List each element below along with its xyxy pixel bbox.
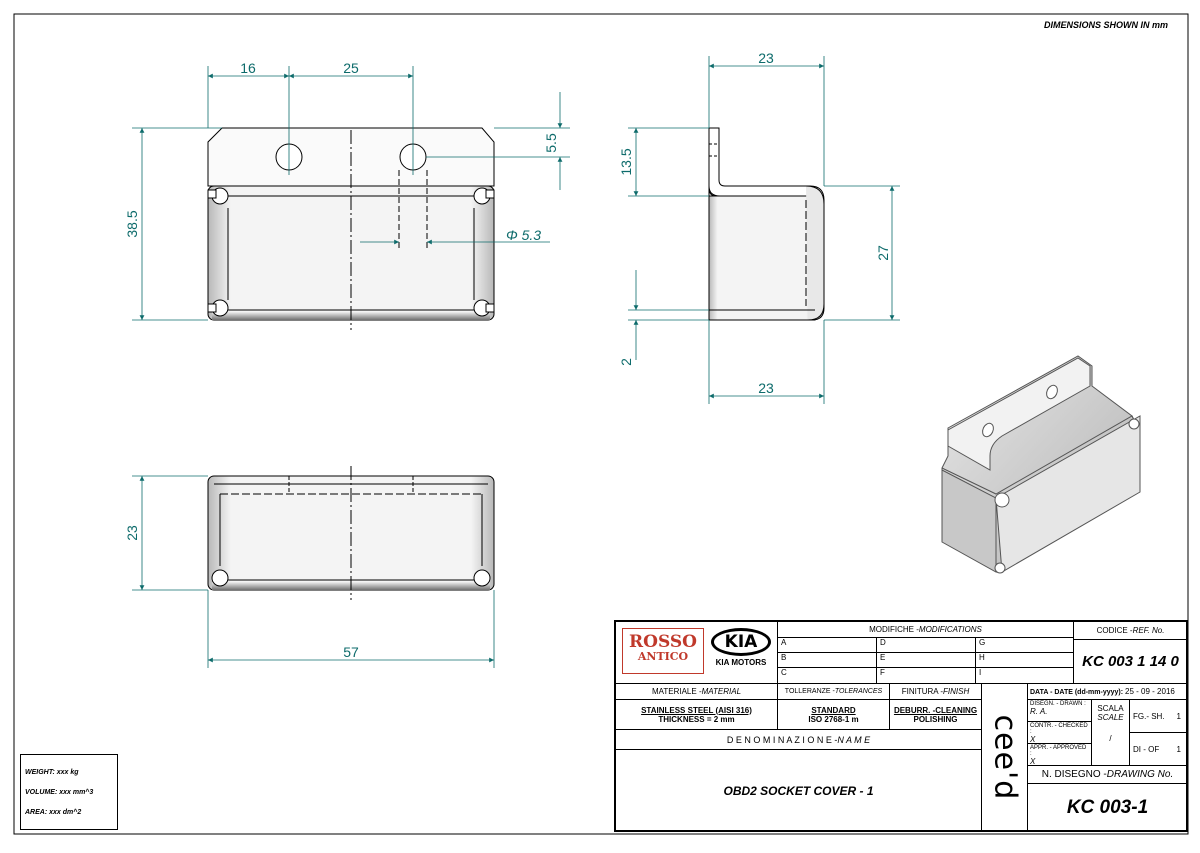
isometric-view <box>941 355 1141 574</box>
drawing-no-value: KC 003-1 <box>1028 784 1188 832</box>
mod-row-f: F <box>877 668 976 684</box>
sheet-cell: FG.- SH.1 <box>1130 700 1188 733</box>
properties-box: WEIGHT: xxx kg VOLUME: xxx mm^3 AREA: xx… <box>20 754 118 830</box>
dim-side-flange: 13.5 <box>618 148 634 175</box>
tolerances-value: STANDARD ISO 2768-1 m <box>778 700 890 730</box>
name-label: D E N O M I N A Z I O N E - N A M E <box>616 730 982 750</box>
part-name: OBD2 SOCKET COVER - 1 <box>616 750 982 832</box>
mod-row-c: C <box>778 668 877 684</box>
checked-cell: CONTR. - CHECKED : X <box>1028 722 1092 744</box>
drawn-cell: DISEGN. - DRAWN : R. A. <box>1028 700 1092 722</box>
mod-row-i: I <box>976 668 1074 684</box>
dim-hole-offset: 5.5 <box>543 133 559 153</box>
ceed-logo: cee'd <box>987 714 1023 801</box>
rosso-antico-logo: ROSSO ANTICO <box>622 628 704 674</box>
side-dimensions <box>628 56 900 404</box>
dim-side-thickness: 2 <box>618 358 634 366</box>
side-body <box>708 195 816 321</box>
scale-cell: SCALA SCALE / <box>1092 700 1130 766</box>
dim-bottom-depth: 23 <box>124 525 140 541</box>
mod-row-d: D <box>877 638 976 653</box>
dim-front-height: 38.5 <box>124 210 140 237</box>
dim-hole-diameter: Φ 5.3 <box>506 227 541 243</box>
bottom-dimensions <box>132 475 495 668</box>
dim-front-width-2: 25 <box>343 60 359 76</box>
side-view <box>708 127 825 321</box>
kia-logo: KIA KIA MOTORS <box>706 626 776 674</box>
area-label: AREA: xxx dm^2 <box>25 809 82 816</box>
code-label: CODICE - REF. No. <box>1074 622 1188 640</box>
finish-label: FINITURA - FINISH <box>890 684 982 700</box>
front-view <box>207 127 495 330</box>
ceed-logo-cell: cee'd <box>982 684 1028 832</box>
dim-bottom-width: 57 <box>343 644 359 660</box>
weight-label: WEIGHT: xxx kg <box>25 769 79 776</box>
dim-side-height: 27 <box>875 245 891 261</box>
drawing-no-label: N. DISEGNO - DRAWING No. <box>1028 766 1188 784</box>
title-block: ROSSO ANTICO KIA KIA MOTORS MODIFICHE - … <box>614 620 1188 832</box>
mod-row-g: G <box>976 638 1074 653</box>
sheet-frame <box>13 13 1189 835</box>
bottom-view <box>207 466 495 600</box>
mod-row-b: B <box>778 653 877 668</box>
material-value: STAINLESS STEEL (AISI 316) THICKNESS = 2… <box>616 700 778 730</box>
approved-cell: APPR. - APPROVED : X <box>1028 744 1092 766</box>
logo-cell: ROSSO ANTICO KIA KIA MOTORS <box>616 622 778 684</box>
volume-label: VOLUME: xxx mm^3 <box>25 789 94 796</box>
modifications-header: MODIFICHE - MODIFICATIONS <box>778 622 1074 638</box>
mod-row-h: H <box>976 653 1074 668</box>
dim-side-width-top: 23 <box>758 50 774 66</box>
finish-value: DEBURR. -CLEANING POLISHING <box>890 700 982 730</box>
material-label: MATERIALE - MATERIAL <box>616 684 778 700</box>
mod-row-a: A <box>778 638 877 653</box>
code-value: KC 003 1 14 0 <box>1074 640 1188 684</box>
date-cell: DATA - DATE (dd-mm-yyyy): 25 - 09 - 2016 <box>1028 684 1188 700</box>
dim-side-width-bottom: 23 <box>758 380 774 396</box>
units-note: DIMENSIONS SHOWN IN mm <box>1043 20 1168 30</box>
dim-front-width-1: 16 <box>240 60 256 76</box>
tolerances-label: TOLLERANZE - TOLERANCES <box>778 684 890 700</box>
front-dimensions <box>132 66 570 321</box>
mod-row-e: E <box>877 653 976 668</box>
